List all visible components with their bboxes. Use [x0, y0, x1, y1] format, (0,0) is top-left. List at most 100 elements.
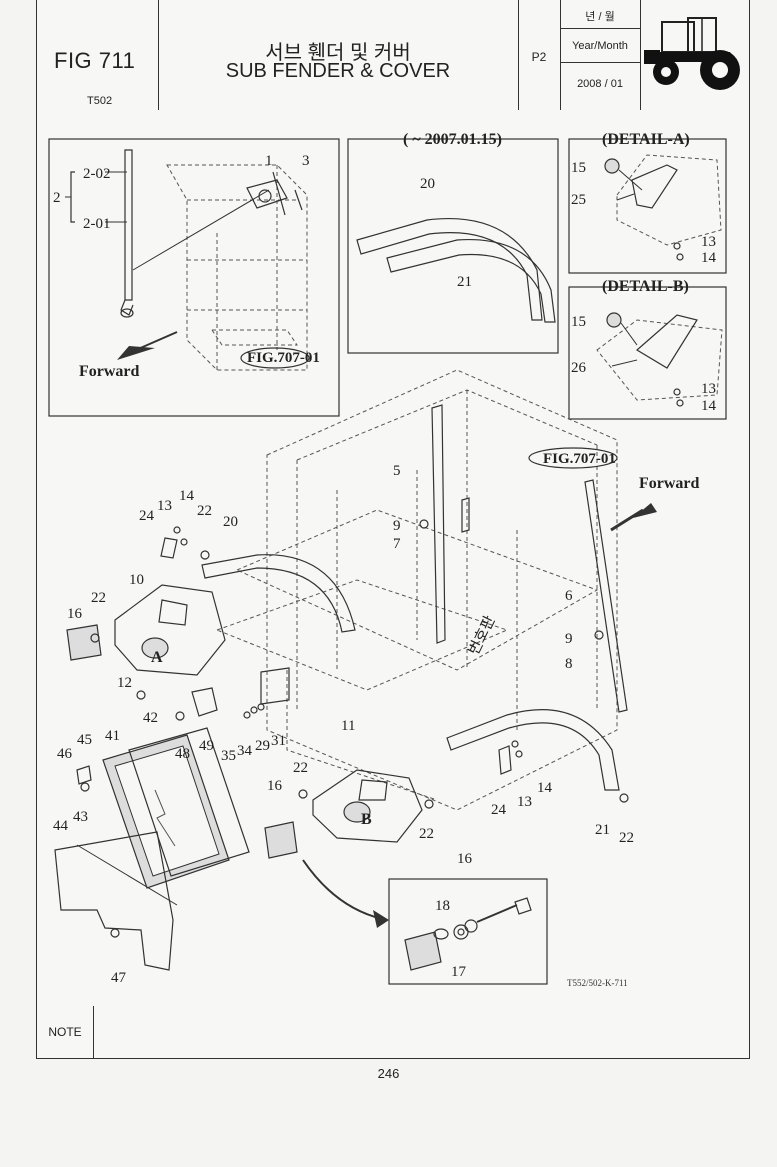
plate-31 — [260, 667, 290, 705]
detail-b-title: (DETAIL-B) — [602, 278, 689, 295]
note-section: NOTE — [36, 1006, 750, 1059]
svg-text:46: 46 — [57, 746, 73, 762]
page-number: 246 — [377, 1066, 400, 1081]
drawing-code: T552/502-K-711 — [567, 978, 628, 988]
label-18: 18 — [435, 898, 450, 914]
label-16-inset: 16 — [457, 851, 473, 867]
svg-text:16: 16 — [67, 606, 83, 622]
svg-text:21: 21 — [595, 822, 610, 838]
svg-text:24: 24 — [139, 508, 155, 524]
fig-number: FIG 711 — [54, 48, 136, 73]
svg-text:13: 13 — [157, 498, 172, 514]
knob-49 — [191, 687, 218, 717]
svg-text:22: 22 — [293, 760, 308, 776]
svg-text:24: 24 — [491, 802, 507, 818]
svg-text:34: 34 — [237, 743, 253, 759]
date-cell: 년 / 월 Year/Month 2008 / 01 — [560, 0, 641, 110]
forward-label-main: Forward — [639, 475, 700, 492]
detail-b-box — [568, 286, 727, 420]
svg-text:31: 31 — [271, 733, 286, 749]
svg-text:8: 8 — [565, 656, 573, 672]
cover-11 — [312, 769, 423, 843]
svg-text:5: 5 — [393, 463, 401, 479]
title-korean: 서브 휀더 및 커버 — [265, 42, 411, 64]
title-english: SUB FENDER & COVER — [225, 60, 451, 82]
diagram-frame: .ln{fill:none;stroke:#333;stroke-width:1… — [36, 110, 750, 1007]
cover-10 — [114, 584, 226, 676]
page-code-cell: P2 — [518, 0, 561, 110]
exploded-diagram: .ln{fill:none;stroke:#333;stroke-width:1… — [48, 131, 727, 988]
marker-a: A — [151, 649, 163, 666]
label-2-02: 2-02 — [83, 166, 111, 182]
svg-text:29: 29 — [255, 738, 270, 754]
page-code: P2 — [531, 50, 547, 64]
sub-fender-20 — [201, 554, 356, 633]
svg-text:번호판: 번호판 — [465, 613, 499, 658]
svg-text:13: 13 — [517, 794, 532, 810]
fig-ref-main: FIG.707-01 — [543, 451, 616, 467]
label-15-a: 15 — [571, 160, 586, 176]
label-26: 26 — [571, 360, 587, 376]
svg-text:9: 9 — [393, 518, 401, 534]
svg-text:22: 22 — [197, 503, 212, 519]
fig-ref-inset: FIG.707-01 — [247, 350, 320, 366]
svg-text:49: 49 — [199, 738, 214, 754]
svg-text:48: 48 — [175, 746, 190, 762]
svg-text:6: 6 — [565, 588, 573, 604]
header-block: FIG 711 T502 서브 휀더 및 커버 SUB FENDER & COV… — [36, 0, 750, 111]
svg-text:9: 9 — [565, 631, 573, 647]
detail-a-title: (DETAIL-A) — [602, 131, 690, 148]
label-20-inset: 20 — [420, 176, 435, 192]
pillar-cover-5 — [431, 404, 446, 644]
year-month-korean: 년 / 월 — [585, 11, 615, 23]
label-15-b: 15 — [571, 314, 586, 330]
year-month-english: Year/Month — [572, 40, 628, 52]
svg-text:22: 22 — [419, 826, 434, 842]
inset-bottom-lamp — [388, 878, 548, 985]
fig-cell: FIG 711 T502 — [37, 0, 159, 110]
svg-text:14: 14 — [179, 488, 195, 504]
label-3: 3 — [302, 153, 310, 169]
inset-top-left — [48, 138, 340, 417]
svg-text:14: 14 — [537, 780, 553, 796]
tractor-icon — [640, 0, 749, 110]
svg-text:20: 20 — [223, 514, 238, 530]
svg-text:35: 35 — [221, 748, 236, 764]
svg-text:47: 47 — [111, 970, 127, 986]
label-13-a: 13 — [701, 234, 716, 250]
inset-top-mid — [347, 138, 559, 354]
label-1: 1 — [265, 153, 273, 169]
lamp-16-mid — [264, 821, 298, 859]
label-14-b: 14 — [701, 398, 717, 414]
label-13-b: 13 — [701, 381, 716, 397]
svg-text:11: 11 — [341, 718, 355, 734]
cover-44 — [54, 831, 174, 971]
svg-text:42: 42 — [143, 710, 158, 726]
window-41 — [102, 734, 230, 889]
note-label: NOTE — [37, 1006, 94, 1058]
label-2-01: 2-01 — [83, 216, 111, 232]
svg-text:41: 41 — [105, 728, 120, 744]
title-cell: 서브 휀더 및 커버 SUB FENDER & COVER — [158, 0, 519, 110]
svg-text:22: 22 — [619, 830, 634, 846]
pillar-cover-6 — [584, 479, 628, 713]
svg-text:22: 22 — [91, 590, 106, 606]
inset-date-title: ( ~ 2007.01.15) — [403, 131, 502, 148]
label-2: 2 — [53, 190, 61, 206]
label-14-a: 14 — [701, 250, 717, 266]
model-code: T502 — [87, 95, 113, 107]
label-17: 17 — [451, 964, 467, 980]
svg-text:7: 7 — [393, 536, 401, 552]
svg-text:10: 10 — [129, 572, 144, 588]
svg-text:16: 16 — [267, 778, 283, 794]
detail-a-box — [568, 138, 727, 274]
sub-fender-21 — [446, 709, 620, 791]
lamp-16-left — [66, 624, 102, 661]
forward-label-inset: Forward — [79, 363, 140, 380]
svg-text:44: 44 — [53, 818, 69, 834]
label-21-inset: 21 — [457, 274, 472, 290]
marker-b: B — [361, 811, 372, 828]
svg-text:45: 45 — [77, 732, 92, 748]
svg-text:43: 43 — [73, 809, 88, 825]
